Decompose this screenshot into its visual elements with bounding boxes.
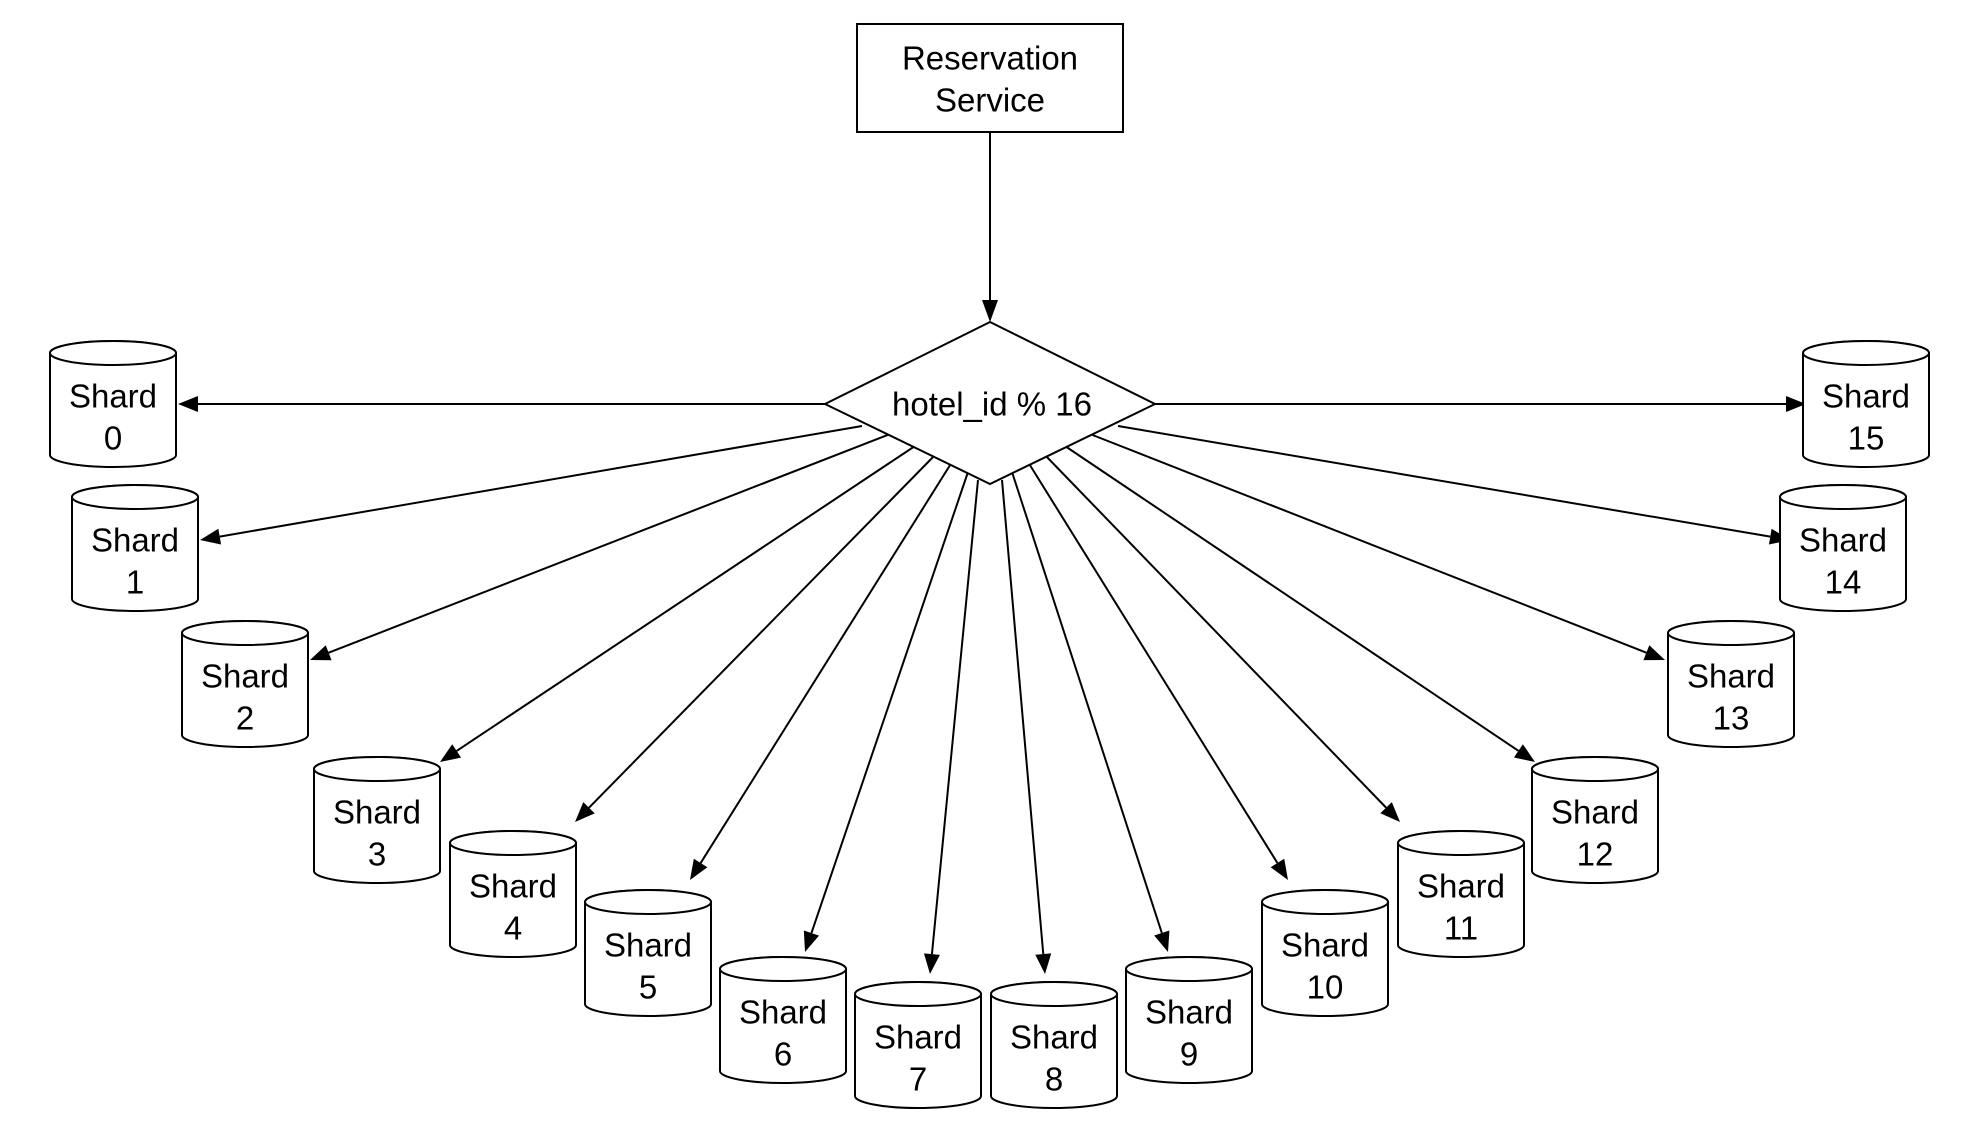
shard-4-number: 4 [504,910,522,947]
shard-15-node: Shard 15 [1802,340,1930,468]
shard-6-number: 6 [774,1036,792,1073]
shard-7-number: 7 [909,1061,927,1098]
shard-11-number: 11 [1444,910,1478,947]
shard-4-node: Shard 4 [449,830,577,958]
connector-to-shard-0 [178,396,825,412]
shard-1-node: Shard 1 [71,484,199,612]
shard-14-number: 14 [1825,564,1862,601]
connector-to-shard-2 [310,433,891,661]
shard-8-number: 8 [1045,1061,1063,1098]
shard-6-node: Shard 6 [719,956,847,1084]
shard-7-label: Shard [874,1019,962,1056]
shard-2-number: 2 [236,700,254,737]
connector-to-shard-6 [803,471,969,952]
shard-6-label: Shard [739,994,827,1031]
connector-to-shard-4 [575,453,937,822]
connector-to-shard-7 [923,479,979,974]
connector-to-shard-10 [1027,461,1288,880]
shard-14-node: Shard 14 [1779,484,1907,612]
shard-connectors [178,396,1806,974]
shard-0-label: Shard [69,378,157,415]
shard-2-node: Shard 2 [181,620,309,748]
shard-3-node: Shard 3 [313,756,441,884]
shard-7-node: Shard 7 [854,981,982,1109]
connector-to-shard-8 [1001,479,1052,974]
reservation-service-label-line-2: Service [935,82,1045,119]
shard-9-label: Shard [1145,994,1233,1031]
connector-to-shard-9 [1011,471,1170,952]
shard-0-number: 0 [104,420,122,457]
shard-10-number: 10 [1307,969,1344,1006]
connector-to-shard-5 [690,461,953,880]
hash-router-node: hotel_id % 16 [822,320,1158,486]
connector-to-shard-3 [440,445,916,762]
shard-12-number: 12 [1577,836,1614,873]
shard-11-label: Shard [1417,868,1505,905]
shard-1-number: 1 [126,564,144,601]
shard-5-node: Shard 5 [584,889,712,1017]
shard-11-node: Shard 11 [1397,830,1525,958]
shard-10-node: Shard 10 [1261,889,1389,1017]
shard-12-node: Shard 12 [1531,756,1659,884]
service-to-router-connector [982,132,998,322]
connector-to-shard-13 [1089,433,1665,661]
shard-13-node: Shard 13 [1667,620,1795,748]
shard-12-label: Shard [1551,794,1639,831]
shard-5-number: 5 [639,969,657,1006]
shard-9-number: 9 [1180,1036,1198,1073]
shard-5-label: Shard [604,927,692,964]
shard-10-label: Shard [1281,927,1369,964]
hash-router-label: hotel_id % 16 [892,386,1092,423]
shard-4-label: Shard [469,868,557,905]
connector-to-shard-15 [1155,396,1806,412]
reservation-service-label-line-1: Reservation [902,40,1078,77]
shard-3-label: Shard [333,794,421,831]
shard-0-node: Shard 0 [49,340,177,468]
shard-13-label: Shard [1687,658,1775,695]
shard-3-number: 3 [368,836,386,873]
shard-8-label: Shard [1010,1019,1098,1056]
connector-to-shard-11 [1043,453,1400,822]
reservation-service-node: Reservation Service [856,23,1124,133]
connector-to-shard-1 [200,425,863,545]
shard-14-label: Shard [1799,522,1887,559]
shard-2-label: Shard [201,658,289,695]
shard-9-node: Shard 9 [1125,956,1253,1084]
shard-1-label: Shard [91,522,179,559]
shard-8-node: Shard 8 [990,981,1118,1109]
shard-15-number: 15 [1848,420,1885,457]
shard-13-number: 13 [1713,700,1750,737]
shard-15-label: Shard [1822,378,1910,415]
connector-to-shard-12 [1064,445,1535,762]
